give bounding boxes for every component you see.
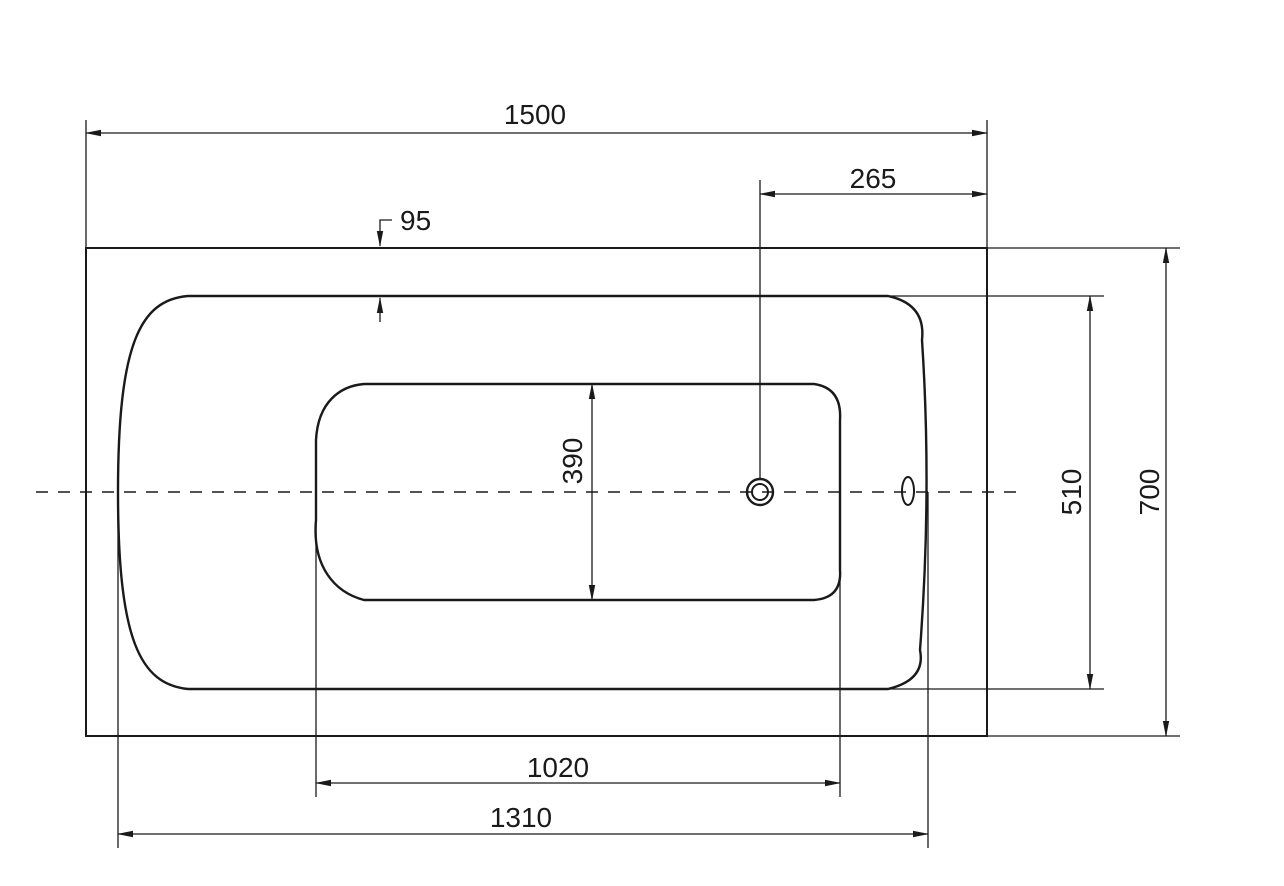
leader-95-top <box>376 219 392 247</box>
dim-label-700: 700 <box>1134 469 1165 516</box>
dim-label-390: 390 <box>557 438 588 485</box>
dim-label-95: 95 <box>400 205 431 236</box>
tub-inner-bottom-contour <box>314 382 842 602</box>
dim-label-265: 265 <box>850 163 897 194</box>
dim-label-1500: 1500 <box>504 99 566 130</box>
overflow-hole <box>901 476 915 506</box>
dim-label-1310: 1310 <box>490 802 552 833</box>
dim-label-510: 510 <box>1056 469 1087 516</box>
tub-inner-top-contour <box>116 294 928 691</box>
dim-label-1020: 1020 <box>527 752 589 783</box>
